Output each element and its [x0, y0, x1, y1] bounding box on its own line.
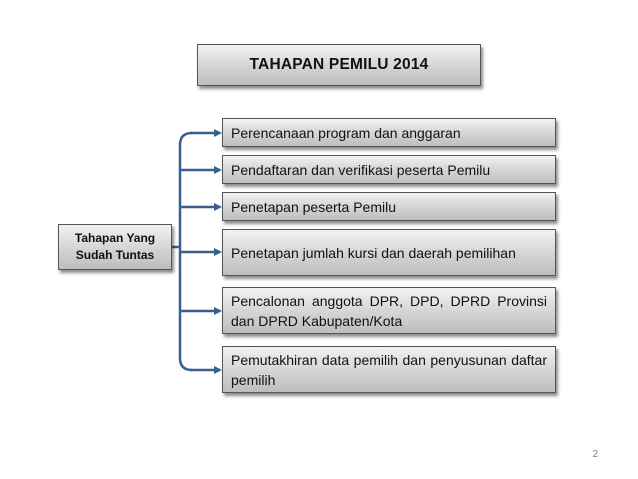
step-node-3: Penetapan peserta Pemilu: [222, 192, 556, 221]
root-node-line-1: Tahapan Yang: [74, 231, 156, 245]
root-node-line-2: Sudah Tuntas: [75, 248, 155, 262]
diagram-title-text: TAHAPAN PEMILU 2014: [249, 56, 429, 73]
step-node-2-label: Pendaftaran dan verifikasi peserta Pemil…: [231, 161, 491, 178]
step-node-4: Penetapan jumlah kursi dan daerah pemili…: [222, 229, 556, 276]
step-node-5: Pencalonan anggota DPR, DPD, DPRD Provin…: [222, 287, 556, 334]
step-node-4-label: Penetapan jumlah kursi dan daerah pemili…: [231, 244, 516, 261]
step-node-3-label: Penetapan peserta Pemilu: [231, 198, 396, 215]
diagram-title: TAHAPAN PEMILU 2014: [197, 44, 481, 86]
step-node-2: Pendaftaran dan verifikasi peserta Pemil…: [222, 155, 556, 184]
page-number: 2: [592, 449, 598, 460]
root-node: Tahapan Yang Sudah Tuntas: [58, 224, 172, 270]
step-node-6-label: Pemutakhiran data pemilih dan penyusunan…: [231, 351, 547, 388]
step-node-6: Pemutakhiran data pemilih dan penyusunan…: [222, 346, 556, 393]
step-node-1-label: Perencanaan program dan anggaran: [231, 124, 461, 141]
step-node-1: Perencanaan program dan anggaran: [222, 118, 556, 147]
step-node-5-label: Pencalonan anggota DPR, DPD, DPRD Provin…: [231, 292, 547, 329]
